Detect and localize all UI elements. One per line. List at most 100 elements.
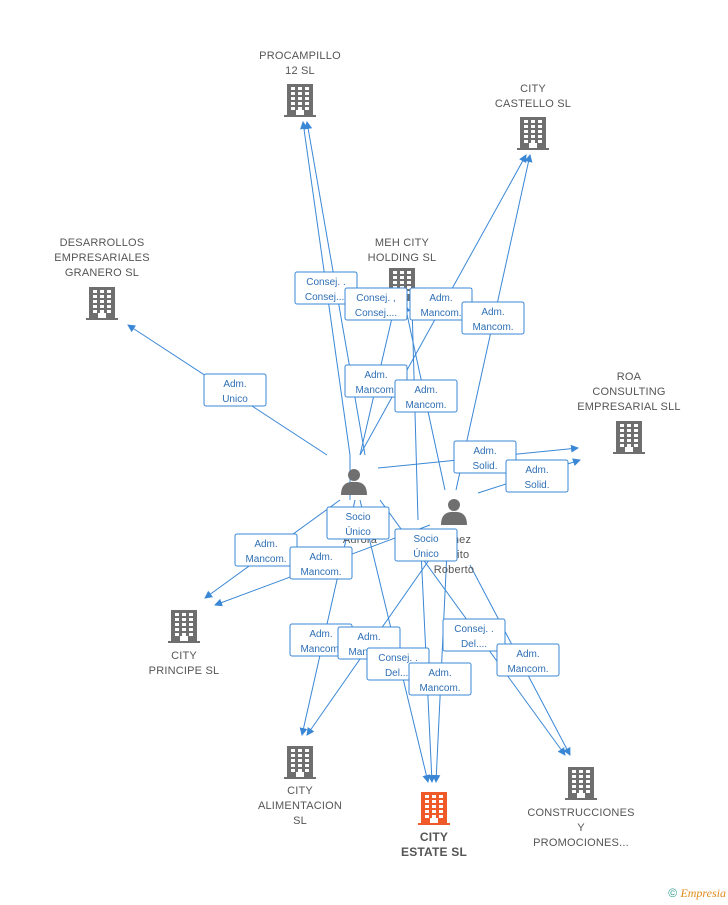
edge-label-text: Adm. [223, 379, 246, 390]
node-label: CITY [287, 785, 313, 797]
edge-label-text: Mancom. [507, 664, 548, 675]
copyright-icon: © [668, 886, 678, 900]
edge-label-text: Adm. [254, 539, 277, 550]
node-label: CITY [420, 830, 448, 844]
node-city-principe[interactable]: CITY PRINCIPE SL [149, 610, 220, 677]
edge-label[interactable]: Adm. Mancom. [234, 533, 298, 567]
edge-label[interactable]: Adm. Mancom. [496, 643, 560, 677]
edge-label-text: Único [413, 547, 439, 560]
nodes: PROCAMPILLO 12 SL CITY CASTELLO SL DESARROLL… [54, 50, 681, 859]
edge-label-text: Del.... [385, 668, 411, 679]
edge-label-text: Mancom. [245, 554, 286, 565]
building-icon [284, 84, 316, 117]
node-label: ALIMENTACION [258, 800, 342, 812]
footer: © Empresia [668, 886, 726, 901]
edge-label-text: Del.... [461, 639, 487, 650]
edge-label-text: Solid. [472, 461, 497, 472]
building-icon [284, 746, 316, 779]
edge-label-text: Consej.... [305, 292, 347, 303]
edge-label[interactable]: Consej. . Del.... [442, 618, 506, 652]
edge-label-text: Adm. [364, 370, 387, 381]
node-label: CITY [171, 650, 197, 662]
node-label: GRANERO SL [65, 267, 139, 279]
node-person-aurora[interactable]: Aurora [341, 469, 378, 546]
edge-label-text: Adm. [309, 629, 332, 640]
edge-label-text: Adm. [516, 649, 539, 660]
edge-label-text: Adm. [525, 465, 548, 476]
edge-label-text: Mancom. [405, 400, 446, 411]
edge-label-text: Mancom. [300, 567, 341, 578]
edge-label-text: Mancom. [300, 644, 341, 655]
node-label: ROA [617, 371, 642, 383]
node-label: CONSULTING [592, 386, 665, 398]
node-label: CITY [520, 83, 546, 95]
node-label: EMPRESARIAL SLL [577, 401, 680, 413]
building-icon [517, 117, 549, 150]
edge-label-text: Solid. [524, 480, 549, 491]
edge-labels: Consej. . Consej.... Consej. , Consej.... Ad… [203, 271, 569, 696]
node-city-castello[interactable]: CITY CASTELLO SL [495, 83, 571, 150]
edge-label-text: Adm. [481, 307, 504, 318]
edge-label-text: Mancom. [355, 385, 396, 396]
node-label: PROCAMPILLO [259, 50, 341, 62]
edge-label[interactable]: Consej. , Consej.... [344, 287, 408, 321]
edge-label[interactable]: Adm. Unico [203, 373, 267, 407]
edge-label-text: Socio [413, 534, 438, 545]
edge-label-text: Consej. . [378, 653, 417, 664]
edge-label-text: Adm. [429, 293, 452, 304]
node-label: MEH CITY [375, 237, 430, 249]
edge-label[interactable]: Adm. Mancom. [461, 301, 525, 335]
edge-label-text: Adm. [473, 446, 496, 457]
node-label: HOLDING SL [368, 252, 437, 264]
building-icon [613, 421, 645, 454]
building-icon [565, 767, 597, 800]
edge-label-text: Adm. [309, 552, 332, 563]
node-desarrollos[interactable]: DESARROLLOS EMPRESARIALES GRANERO SL [54, 237, 150, 320]
edge-label-text: Mancom. [419, 683, 460, 694]
edge-label[interactable]: Adm. Mancom. [394, 379, 458, 413]
node-label: 12 SL [285, 65, 315, 77]
edge-label-text: Unico [222, 394, 248, 405]
edge-label[interactable]: Adm. Solid. [453, 440, 517, 474]
building-icon [86, 287, 118, 320]
edge-label[interactable]: Consej. . Consej.... [294, 271, 358, 305]
node-label: PROMOCIONES... [533, 837, 629, 849]
edge-label[interactable]: Adm. Solid. [505, 459, 569, 493]
person-icon [341, 469, 367, 495]
edge-label-text: Socio [345, 512, 370, 523]
edge-label-text: Consej.... [355, 308, 397, 319]
edge [432, 529, 449, 783]
node-procampillo[interactable]: PROCAMPILLO 12 SL [259, 50, 341, 117]
node-label: DESARROLLOS [60, 237, 145, 249]
node-construcciones[interactable]: CONSTRUCCIONES Y PROMOCIONES... [527, 767, 634, 849]
node-label: CONSTRUCCIONES [527, 807, 634, 819]
edge-label[interactable]: Adm. Mancom. [289, 546, 353, 580]
edge-label-text: Adm. [414, 385, 437, 396]
node-label: CASTELLO SL [495, 98, 571, 110]
node-label: PRINCIPE SL [149, 665, 220, 677]
node-label: SL [293, 815, 307, 827]
edge-label-text: Mancom. [472, 322, 513, 333]
edge-label-text: Consej. . [306, 277, 345, 288]
node-roa[interactable]: ROA CONSULTING EMPRESARIAL SLL [577, 371, 681, 454]
node-label: Y [577, 822, 585, 834]
node-label: Roberto [434, 564, 475, 576]
edge-label[interactable]: Adm. Mancom. [408, 662, 472, 696]
edge-label-text: Consej. . [454, 624, 493, 635]
person-icon [441, 499, 467, 525]
building-icon [168, 610, 200, 643]
node-label: ESTATE SL [401, 845, 467, 859]
brand-logo[interactable]: Empresia [680, 886, 726, 900]
node-meh-city[interactable]: MEH CITY HOLDING SL [368, 237, 437, 301]
node-label: EMPRESARIALES [54, 252, 150, 264]
edge-label-text: Mancom. [420, 308, 461, 319]
edge-label-text: Único [345, 525, 371, 538]
building-icon [418, 792, 450, 825]
edge-label-text: Consej. , [356, 293, 395, 304]
edge-label-text: Adm. [428, 668, 451, 679]
node-city-alimentacion[interactable]: CITY ALIMENTACION SL [258, 746, 342, 827]
